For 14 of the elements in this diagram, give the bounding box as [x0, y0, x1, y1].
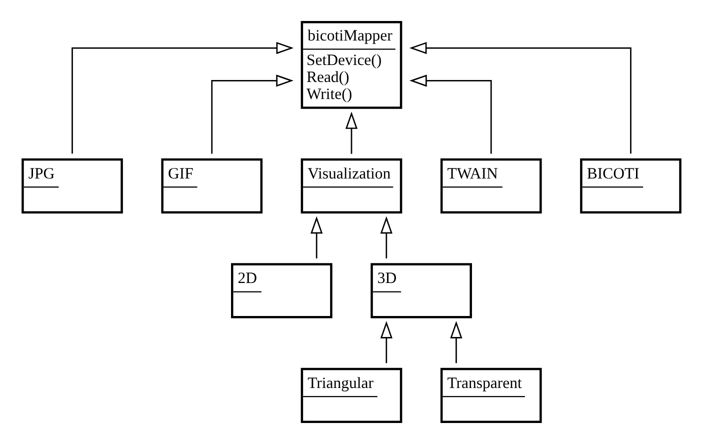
arrow: [380, 216, 392, 258]
arrow: [409, 74, 492, 154]
node-box: Visualization: [300, 158, 402, 214]
node-box: TWAIN: [440, 158, 542, 214]
node-box: Triangular: [300, 367, 402, 422]
arrow: [72, 41, 294, 154]
arrow: [380, 320, 392, 363]
node-box: Transparent: [440, 367, 542, 422]
node-box: bicotiMapper SetDevice() Read() Write(): [300, 20, 402, 108]
arrow: [211, 74, 294, 154]
arrow: [409, 41, 632, 154]
arrow: [450, 320, 462, 363]
arrow: [310, 216, 323, 258]
arrow: [345, 111, 358, 154]
